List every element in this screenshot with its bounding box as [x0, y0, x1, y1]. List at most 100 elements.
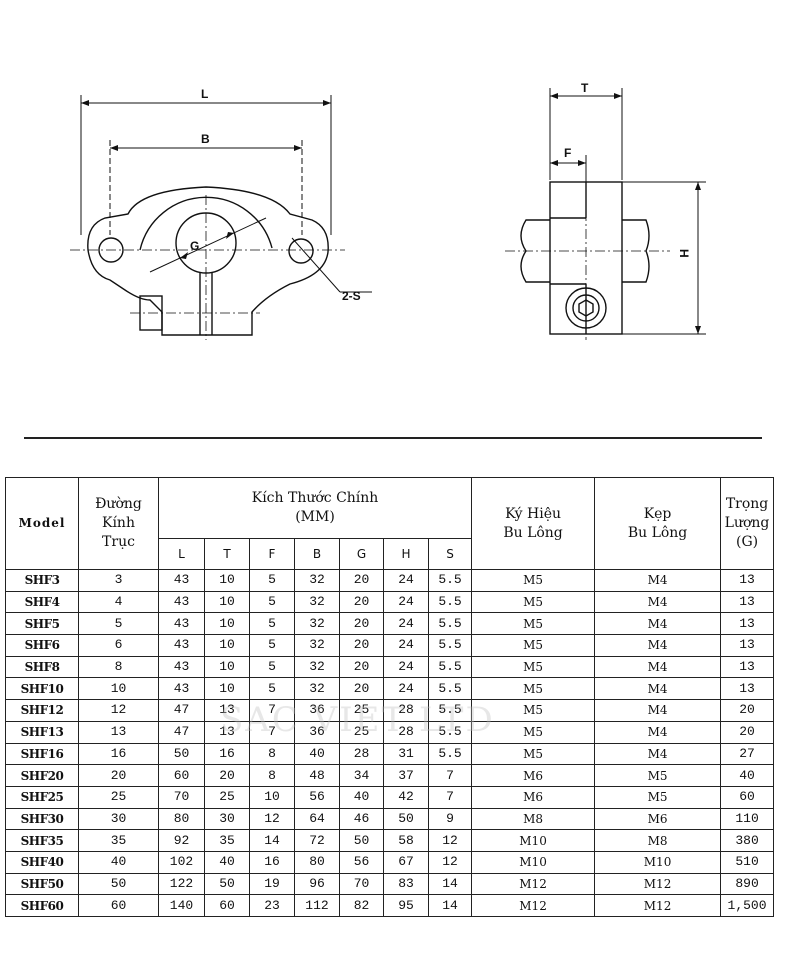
table-cell: M5 [471, 699, 596, 722]
table-cell: 5.5 [427, 569, 473, 592]
header-T: T [204, 538, 250, 570]
table-cell: SHF4 [5, 590, 79, 614]
table-cell: 5 [249, 569, 295, 592]
table-cell: 24 [383, 612, 429, 636]
table-cell: M6 [471, 785, 596, 809]
table-cell: SHF40 [5, 850, 79, 874]
table-cell: 5.5 [427, 634, 473, 657]
table-cell: 10 [249, 785, 295, 809]
table-cell: 5 [249, 655, 295, 679]
table-cell: 37 [383, 764, 429, 787]
front-view [70, 95, 372, 340]
table-cell: 13 [78, 720, 159, 744]
side-view [505, 88, 706, 340]
table-cell: 12 [249, 807, 295, 831]
table-cell: 20 [339, 677, 384, 701]
table-cell: 5 [249, 612, 295, 636]
table-cell: M5 [471, 590, 596, 614]
table-cell: 510 [720, 850, 775, 874]
table-cell: 43 [158, 634, 205, 657]
table-cell: 13 [720, 677, 775, 701]
table-cell: 83 [383, 872, 429, 896]
table-cell: 14 [427, 894, 473, 917]
table-cell: 16 [78, 742, 159, 766]
table-cell: M4 [594, 655, 722, 679]
table-cell: 43 [158, 590, 205, 614]
table-cell: 32 [294, 655, 340, 679]
table-cell: 7 [427, 785, 473, 809]
table-cell: 25 [339, 720, 384, 744]
table-cell: 14 [249, 829, 295, 852]
table-cell: 40 [294, 742, 340, 766]
table-cell: SHF12 [5, 699, 79, 722]
table-cell: 13 [720, 634, 775, 657]
table-cell: SHF6 [5, 634, 79, 657]
table-cell: 5.5 [427, 612, 473, 636]
table-cell: M6 [471, 764, 596, 787]
table-cell: 28 [383, 720, 429, 744]
table-cell: 50 [339, 829, 384, 852]
table-cell: 56 [294, 785, 340, 809]
table-cell: 28 [339, 742, 384, 766]
table-cell: 16 [204, 742, 250, 766]
table-cell: 19 [249, 872, 295, 896]
table-cell: 50 [204, 872, 250, 896]
table-cell: 5.5 [427, 590, 473, 614]
table-cell: SHF8 [5, 655, 79, 679]
table-cell: SHF50 [5, 872, 79, 896]
table-cell: SHF10 [5, 677, 79, 701]
dim-label-S: 2-S [342, 289, 361, 303]
table-cell: 30 [204, 807, 250, 831]
table-cell: 35 [78, 829, 159, 852]
table-cell: SHF16 [5, 742, 79, 766]
table-cell: 36 [294, 720, 340, 744]
table-cell: 20 [204, 764, 250, 787]
table-cell: 56 [339, 850, 384, 874]
table-cell: 10 [204, 612, 250, 636]
section-divider [24, 437, 762, 439]
table-cell: 47 [158, 699, 205, 722]
table-cell: 122 [158, 872, 205, 896]
table-cell: 70 [158, 785, 205, 809]
table-cell: 48 [294, 764, 340, 787]
header-B: B [294, 538, 340, 570]
header-bolt: Ký Hiệu Bu Lông [471, 477, 596, 570]
table-cell: M4 [594, 569, 722, 592]
dim-label-T: T [581, 81, 589, 95]
table-cell: 12 [78, 699, 159, 722]
table-cell: 25 [204, 785, 250, 809]
table-cell: 20 [78, 764, 159, 787]
table-cell: 92 [158, 829, 205, 852]
table-cell: 13 [720, 612, 775, 636]
table-cell: 14 [427, 872, 473, 896]
table-cell: M4 [594, 590, 722, 614]
dim-label-L: L [201, 87, 208, 101]
table-cell: M5 [471, 720, 596, 744]
table-cell: 20 [720, 720, 775, 744]
table-cell: 7 [249, 699, 295, 722]
table-cell: 34 [339, 764, 384, 787]
table-cell: 32 [294, 634, 340, 657]
header-weight: Trọng Lượng (G) [720, 477, 775, 570]
table-cell: 13 [720, 569, 775, 592]
table-cell: 4 [78, 590, 159, 614]
table-cell: 1,500 [720, 894, 775, 917]
table-cell: 20 [339, 590, 384, 614]
table-cell: 40 [720, 764, 775, 787]
table-cell: 5 [78, 612, 159, 636]
table-cell: 13 [720, 590, 775, 614]
table-cell: 35 [204, 829, 250, 852]
table-cell: 5.5 [427, 699, 473, 722]
table-cell: 5.5 [427, 655, 473, 679]
header-row-1: Model Đường Kính Trục Kích Thước Chính (… [5, 477, 775, 570]
table-cell: 24 [383, 655, 429, 679]
table-cell: 380 [720, 829, 775, 852]
